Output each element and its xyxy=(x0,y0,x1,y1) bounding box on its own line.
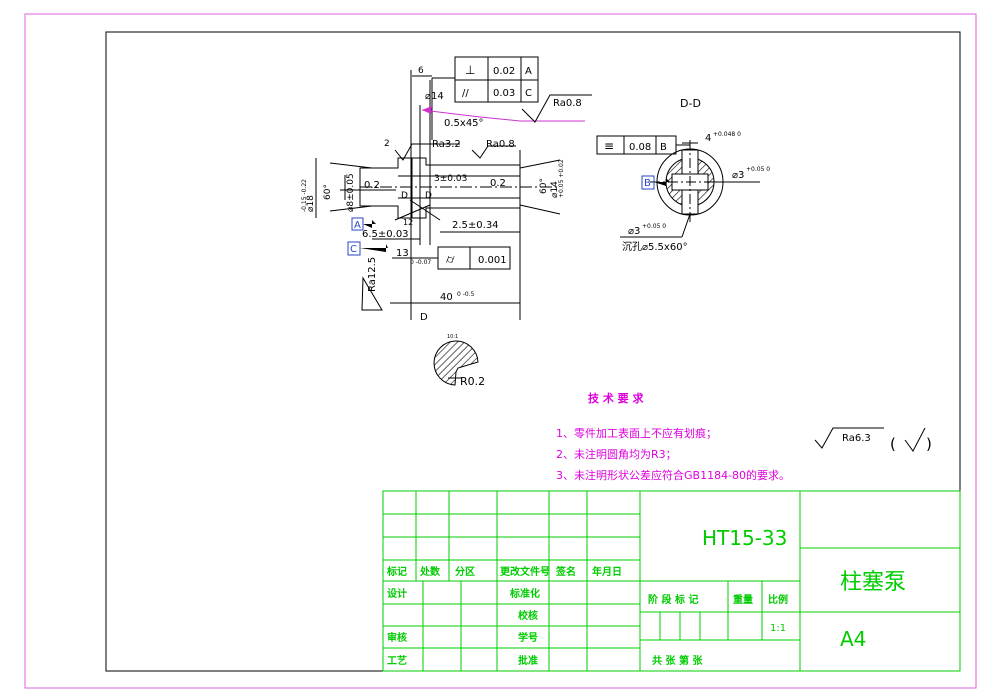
tb-label-zone: 分区 xyxy=(455,565,475,578)
dim-12: 12 xyxy=(403,218,413,227)
detail-view: 10:1 R0.2 xyxy=(433,334,485,388)
ra-right: Ra0.8 xyxy=(486,139,515,150)
detail-scale: 10:1 xyxy=(447,334,458,340)
gdt-perp-value: 0.02 xyxy=(493,66,515,77)
dim-13: 13 xyxy=(396,248,409,259)
note-3: 3、未注明形状公差应符合GB1184-80的要求。 xyxy=(556,468,790,482)
tb-standard: 标准化 xyxy=(509,587,540,600)
dim-2-5: 2.5±0.34 xyxy=(452,220,499,231)
dim-02-left: 0.2 xyxy=(364,180,380,191)
dim-chamfer: 0.5x45° xyxy=(444,118,484,129)
tb-label-mark: 标记 xyxy=(386,565,407,578)
sec-phi3-b-tol: +0.05 0 xyxy=(642,223,666,230)
tb-scale-value: 1:1 xyxy=(770,623,786,634)
gdt-par-value: 0.03 xyxy=(493,88,515,99)
dim-phi18: ⌀18 xyxy=(306,195,316,212)
dim-40-tol: 0 -0.5 xyxy=(457,291,475,298)
gdt-sym-symbol: ≡ xyxy=(604,139,614,153)
datum-b: B xyxy=(644,178,651,189)
tb-scale-label: 比例 xyxy=(768,593,788,606)
gdt-sym-value: 0.08 xyxy=(629,142,651,153)
gdt-sym-datum: B xyxy=(660,142,667,153)
sec-countersink: 沉孔⌀5.5x60° xyxy=(622,240,688,253)
ra-paren-open: ( xyxy=(890,435,896,453)
dim-phi8: ⌀8±0.05 xyxy=(346,173,356,212)
dim-6-5: 6.5±0.03 xyxy=(362,229,409,240)
ra-paren-close: ) xyxy=(926,435,932,453)
dim-60-right: 60° xyxy=(539,178,549,194)
dim-40: 40 xyxy=(440,292,453,303)
sec-phi3-a: ⌀3 xyxy=(732,170,744,181)
ra-left: Ra3.2 xyxy=(432,139,461,150)
gdt-par-datum: C xyxy=(525,88,532,99)
tb-review: 审核 xyxy=(387,631,407,644)
gdt-cyl-symbol: ⌭ xyxy=(446,252,455,266)
tb-weight: 重量 xyxy=(733,593,753,606)
dim-3: 3±0.03 xyxy=(434,174,467,184)
ra-general: Ra6.3 xyxy=(842,433,871,444)
ra-vertical: Ra12.5 xyxy=(367,257,378,292)
tb-approve: 批准 xyxy=(518,654,538,667)
datum-c: C xyxy=(350,244,357,255)
section-view: D-D ≡ 0.08 B B 4 +0.048 0 ⌀3 +0.05 0 ⌀3 … xyxy=(596,97,770,253)
tb-paper: A4 xyxy=(840,627,866,651)
dim-phi14: ⌀14 xyxy=(550,181,560,198)
dim-phi14-tol: +0.05 +0.02 xyxy=(558,159,565,198)
dim-2: 2 xyxy=(384,139,390,149)
tb-process: 工艺 xyxy=(387,654,407,667)
datum-b-box xyxy=(641,175,655,190)
tech-notes: 技 术 要 求 1、零件加工表面上不应有划痕； 2、未注明圆角均为R3； 3、未… xyxy=(556,391,790,482)
sec-phi3-b: ⌀3 xyxy=(628,226,640,237)
tb-label-date: 年月日 xyxy=(592,565,622,578)
dim-13-tol: 0 -0.07 xyxy=(410,259,431,266)
tb-check: 校核 xyxy=(518,609,538,622)
datum-c-box xyxy=(347,241,361,256)
dim-6: 6 xyxy=(418,66,424,76)
tb-label-change: 更改文件号 xyxy=(500,565,550,578)
outer-frame xyxy=(24,13,977,689)
section-mark-d2: D xyxy=(425,191,432,201)
detail-radius: R0.2 xyxy=(460,375,485,388)
sec-dim-4: 4 xyxy=(705,133,711,144)
tb-stage: 阶 段 标 记 xyxy=(648,593,698,606)
section-mark-bottom: D xyxy=(420,312,428,323)
tb-student-no: 学号 xyxy=(518,631,538,644)
dim-phi14-top: ⌀14 xyxy=(425,91,444,102)
tb-design: 设计 xyxy=(387,587,407,600)
tb-label-sign: 签名 xyxy=(555,565,576,578)
main-view: ⌀18 -0.15 -0.22 60° ⌀8±0.05 0.2 A C ⊥ 0.… xyxy=(301,56,592,323)
sec-phi3-a-tol: +0.05 0 xyxy=(746,166,770,173)
gdt-cyl-value: 0.001 xyxy=(478,255,507,266)
title-block: 标记 处数 分区 更改文件号 签名 年月日 设计 标准化 校核 审核 学号 工艺… xyxy=(382,490,961,672)
section-mark-d: D xyxy=(401,191,408,201)
tb-label-count: 处数 xyxy=(419,565,441,578)
ra-main: Ra0.8 xyxy=(553,98,582,109)
notes-heading: 技 术 要 求 xyxy=(588,391,644,405)
dim-phi18-tol: -0.15 -0.22 xyxy=(301,179,308,212)
gdt-perp-datum: A xyxy=(525,66,532,77)
sec-dim-4-tol: +0.048 0 xyxy=(713,131,741,138)
section-title: D-D xyxy=(680,97,701,110)
gdt-par-symbol: // xyxy=(462,88,469,99)
tb-sheets: 共 张 第 张 xyxy=(652,654,703,667)
tb-part-name: 柱塞泵 xyxy=(840,570,906,595)
note-2: 2、未注明圆角均为R3； xyxy=(556,447,677,461)
dim-60-left: 60° xyxy=(323,184,333,200)
datum-a: A xyxy=(354,220,361,231)
tb-drawing-no: HT15-33 xyxy=(702,526,787,550)
note-1: 1、零件加工表面上不应有划痕； xyxy=(556,426,717,440)
gdt-perp-symbol: ⊥ xyxy=(465,63,475,77)
dim-02-right: 0.2 xyxy=(490,178,506,189)
general-roughness: Ra6.3 ( ) xyxy=(814,427,932,453)
